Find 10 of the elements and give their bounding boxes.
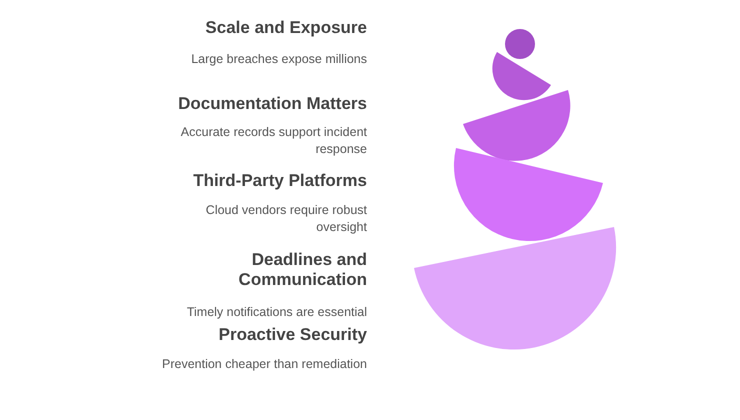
section-heading: Third-Party Platforms	[192, 171, 367, 191]
section-heading: Scale and Exposure	[204, 18, 367, 38]
section-description: Large breaches expose millions	[190, 51, 367, 68]
section-heading: Documentation Matters	[177, 94, 367, 114]
section-description: Cloud vendors require robust oversight	[204, 202, 367, 236]
section-description: Accurate records support incident response	[180, 124, 367, 158]
section-heading: Deadlines and Communication	[238, 250, 367, 290]
section-description: Timely notifications are essential	[186, 304, 367, 321]
section-heading: Proactive Security	[218, 325, 367, 345]
section-description: Prevention cheaper than remediation	[161, 356, 367, 373]
